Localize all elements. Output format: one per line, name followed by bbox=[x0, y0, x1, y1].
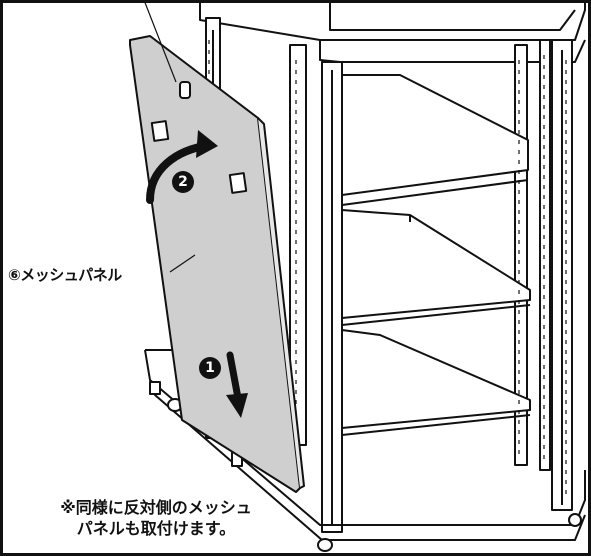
shelf-top bbox=[341, 74, 529, 206]
arrow-step1 bbox=[226, 351, 248, 418]
top-leader-line bbox=[143, 0, 177, 83]
note-line-2: パネルも取付けます。 bbox=[76, 519, 236, 538]
panel-leader-line bbox=[169, 254, 196, 273]
shelf-bottom bbox=[341, 329, 531, 436]
front-left-upright bbox=[321, 61, 343, 533]
front-right-upright bbox=[551, 39, 573, 511]
panel-hook-left bbox=[150, 120, 170, 142]
panel-hook-right bbox=[228, 172, 248, 194]
note-text: ※同様に反対側のメッシュ パネルも取付けます。 bbox=[36, 497, 276, 539]
panel-hook-top bbox=[179, 81, 191, 99]
step-number-1: 1 bbox=[199, 357, 221, 379]
mesh-panel bbox=[129, 35, 305, 493]
mesh-panel-label: ⑥メッシュパネル bbox=[8, 266, 122, 284]
note-line-1: ※同様に反対側のメッシュ bbox=[60, 498, 252, 517]
shelf-middle bbox=[341, 209, 531, 326]
step-number-2: 2 bbox=[172, 171, 194, 193]
arrow-step2 bbox=[146, 130, 218, 204]
